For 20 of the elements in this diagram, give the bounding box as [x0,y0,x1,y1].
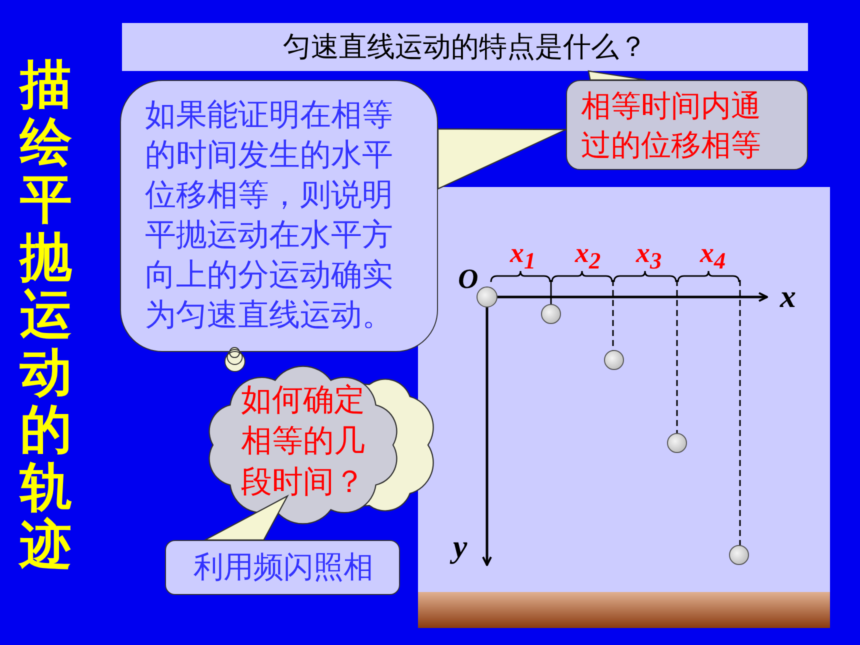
callout-text: 如何确定相等的几段时间？ [241,381,366,502]
callout-pointer [204,494,289,541]
vertical-title-text: 描绘平抛运动的轨迹 [19,57,73,574]
origin-label: O [458,266,478,294]
displacement-label: x$_{2}$ [575,240,601,274]
displacement-label: x$_{1}$ [510,240,536,274]
callout-text: 相等时间内通过的位移相等 [581,88,762,165]
callout-text: 匀速直线运动的特点是什么？ [282,30,648,64]
question-box [122,23,808,71]
answer-box [165,540,400,595]
callout-text: 利用频闪照相 [192,550,374,586]
callout-text: 如果能证明在相等的时间发生的水平位移相等，则说明平抛运动在水平方向上的分运动确实为匀速直线运动。 [145,96,394,335]
callout-pointer [437,128,567,190]
speech-bubble [120,80,438,352]
callout-pointer [588,70,646,81]
displacement-label: x$_{4}$ [700,240,726,274]
displacement-label: x$_{3}$ [636,240,662,274]
thought-bubbles [224,347,246,372]
axis-label: x [780,280,796,312]
callout-box [566,80,808,170]
